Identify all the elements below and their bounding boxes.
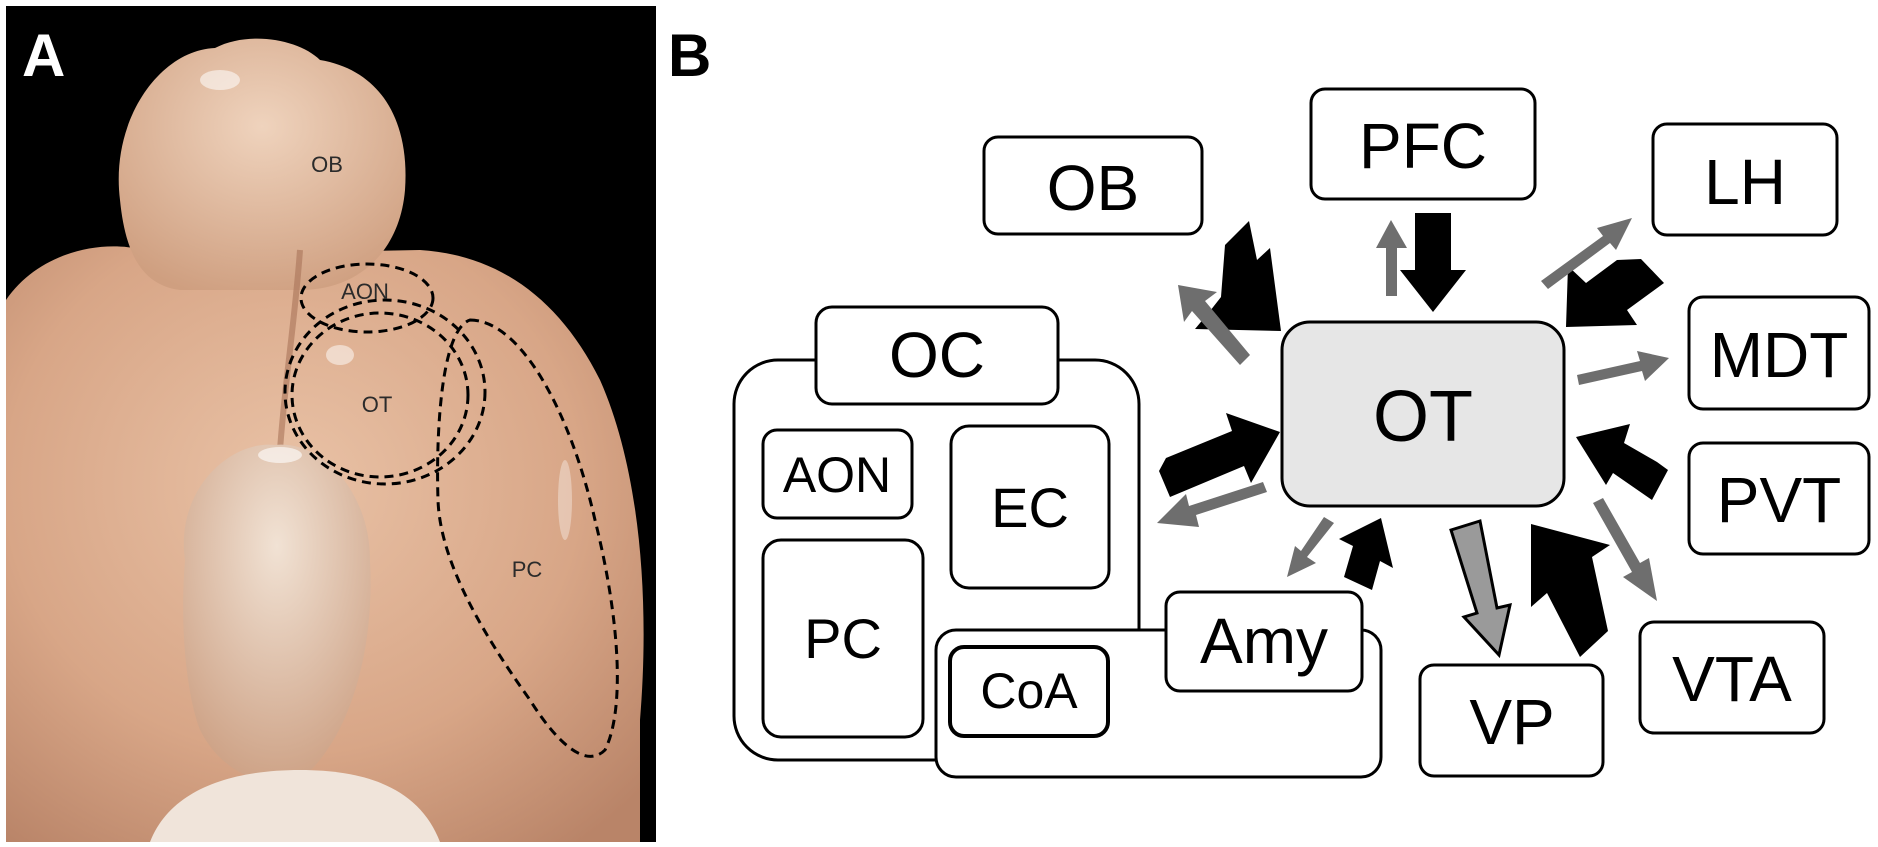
- connectivity-diagram: [732, 87, 1871, 779]
- node-vp: [1418, 663, 1605, 778]
- node-pfc: [1309, 87, 1537, 201]
- output-arrows: [1157, 218, 1669, 601]
- node-label-vp: VP: [1469, 686, 1554, 758]
- node-label-amy: Amy: [1200, 605, 1328, 677]
- node-label-pvt: PVT: [1717, 464, 1841, 536]
- arrow-pvt-to-ot: [1576, 424, 1668, 500]
- arrow-lh-to-ot: [1566, 259, 1664, 327]
- node-label-oc: OC: [889, 319, 985, 391]
- node-label-ob: OB: [1047, 152, 1139, 224]
- node-ot: [1280, 320, 1566, 508]
- node-mdt: [1687, 295, 1871, 411]
- node-oc: [814, 305, 1060, 406]
- region-outline-ot-inner: [290, 311, 470, 479]
- node-label-vta: VTA: [1672, 643, 1792, 715]
- node-label-ec: EC: [991, 476, 1069, 539]
- node-amy: [1164, 590, 1364, 693]
- node-label-ot: OT: [1373, 377, 1473, 457]
- photo-label-ob: OB: [311, 152, 343, 177]
- brainstem: [183, 444, 371, 783]
- arrow-oc-to-ot: [1159, 413, 1280, 497]
- arrow-ot-to-oc: [1157, 482, 1267, 527]
- region-outline-aon: [299, 262, 435, 334]
- node-label-aon: AON: [783, 447, 891, 503]
- arrow-ot-to-mdt: [1577, 351, 1669, 385]
- photo-label-ot: OT: [362, 392, 393, 417]
- arrow-ot-to-vta: [1593, 498, 1657, 601]
- node-coa: [948, 645, 1110, 738]
- node-label-lh: LH: [1704, 146, 1786, 218]
- node-labels: OT OB PFC LH MDT PVT VTA VP Amy OC AON E…: [783, 110, 1848, 758]
- highlight: [200, 70, 240, 90]
- pons: [150, 770, 440, 842]
- input-arrows: [1159, 213, 1668, 657]
- node-label-pc: PC: [804, 607, 882, 670]
- node-vta: [1638, 620, 1826, 735]
- node-aon: [761, 428, 914, 520]
- arrow-vta-to-ot: [1531, 524, 1610, 657]
- highlight: [258, 447, 302, 463]
- olfactory-bulb: [118, 38, 406, 290]
- region-outline-pc: [436, 318, 619, 758]
- brain-photo: OB AON OT PC: [6, 6, 656, 842]
- node-lh: [1651, 122, 1839, 237]
- arrow-amy-to-ot: [1339, 518, 1393, 590]
- arrow-ob-to-ot: [1195, 221, 1281, 331]
- node-label-pfc: PFC: [1359, 110, 1487, 182]
- midline-fissure: [277, 249, 303, 451]
- node-label-coa: CoA: [980, 663, 1078, 719]
- arrow-ot-to-lh: [1541, 218, 1632, 289]
- arrow-ot-to-amy: [1287, 517, 1334, 577]
- panel-letter-b: B: [668, 22, 711, 89]
- arrow-ot-to-vp: [1449, 519, 1512, 659]
- highlight: [558, 460, 572, 540]
- node-label-mdt: MDT: [1710, 319, 1849, 391]
- highlight: [326, 345, 354, 365]
- photo-label-aon: AON: [341, 279, 389, 304]
- arrow-ot-to-pfc: [1376, 220, 1407, 296]
- node-ec: [949, 424, 1111, 590]
- arrow-pfc-to-ot: [1400, 213, 1466, 312]
- node-pvt: [1687, 441, 1871, 556]
- panel-letter-a: A: [22, 22, 65, 89]
- region-outline-ot: [283, 298, 487, 486]
- node-pc: [761, 538, 925, 739]
- photo-label-pc: PC: [512, 557, 543, 582]
- node-ob: [982, 135, 1204, 236]
- arrow-ot-to-ob: [1178, 285, 1250, 365]
